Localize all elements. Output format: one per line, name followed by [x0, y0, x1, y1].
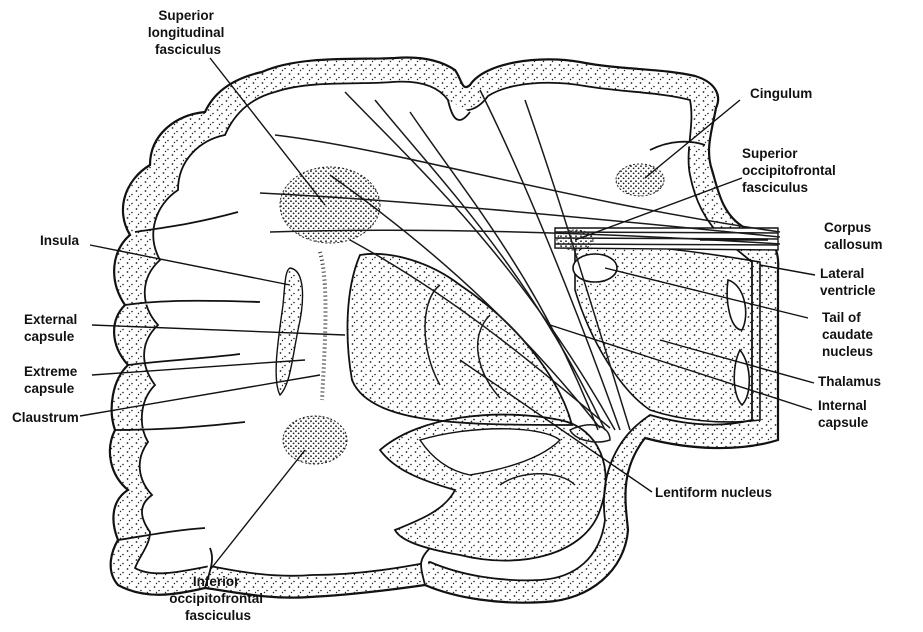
label-line: Cingulum [750, 86, 812, 101]
label-superior-longitudinal-fasciculus: Superior longitudinal fasciculus [148, 8, 228, 57]
label-line: occipitofrontal [169, 591, 263, 606]
label-internal-capsule: Internal capsule [818, 398, 871, 430]
label-line: nucleus [822, 344, 873, 359]
label-extreme-capsule: Extreme capsule [24, 364, 81, 396]
label-line: Inferior [193, 574, 240, 589]
label-line: occipitofrontal [742, 163, 836, 178]
label-tail-of-caudate-nucleus: Tail of caudate nucleus [822, 310, 877, 359]
label-cingulum: Cingulum [750, 86, 812, 101]
label-line: Internal [818, 398, 867, 413]
label-line: Thalamus [818, 374, 881, 389]
label-line: callosum [824, 237, 883, 252]
label-line: caudate [822, 327, 874, 342]
label-line: ventricle [820, 283, 876, 298]
label-external-capsule: External capsule [24, 312, 81, 344]
label-line: Lentiform nucleus [655, 485, 772, 500]
label-line: longitudinal [148, 25, 225, 40]
label-line: capsule [24, 381, 75, 396]
label-line: fasciculus [742, 180, 808, 195]
label-line: Insula [40, 233, 80, 248]
label-line: capsule [818, 415, 869, 430]
label-line: Corpus [824, 220, 871, 235]
label-lentiform-nucleus: Lentiform nucleus [655, 485, 772, 500]
label-line: fasciculus [155, 42, 221, 57]
label-line: External [24, 312, 77, 327]
label-line: Superior [158, 8, 214, 23]
label-line: Lateral [820, 266, 864, 281]
label-line: Extreme [24, 364, 78, 379]
label-insula: Insula [40, 233, 80, 248]
label-corpus-callosum: Corpus callosum [824, 220, 883, 252]
label-line: Tail of [822, 310, 861, 325]
label-thalamus: Thalamus [818, 374, 881, 389]
label-claustrum: Claustrum [12, 410, 79, 425]
label-line: Claustrum [12, 410, 79, 425]
label-superior-occipitofrontal-fasciculus: Superior occipitofrontal fasciculus [742, 146, 840, 195]
label-line: capsule [24, 329, 75, 344]
label-line: fasciculus [185, 608, 251, 623]
label-line: Superior [742, 146, 798, 161]
label-lateral-ventricle: Lateral ventricle [820, 266, 876, 298]
